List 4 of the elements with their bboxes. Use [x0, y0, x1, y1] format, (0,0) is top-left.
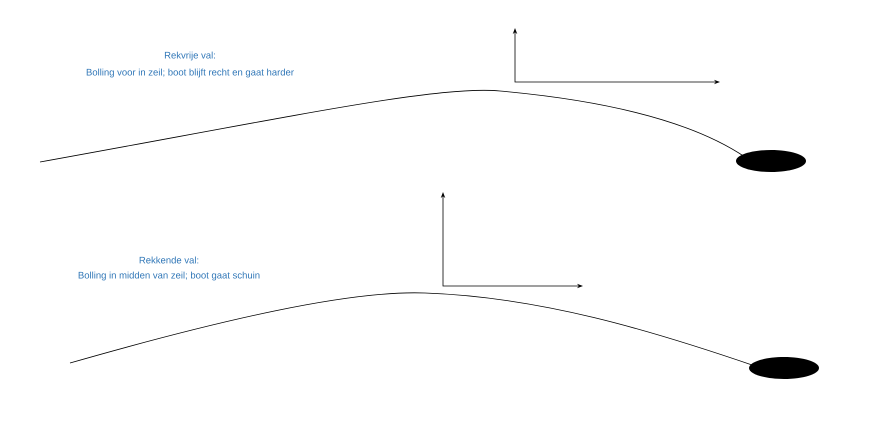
caption-text: Rekkende val: [140, 256, 198, 264]
caption-text: Bolling voor in zeil; boot blijft recht en gaat harder [86, 68, 294, 78]
caption-text: Bolling in midden van zeil; boot gaat schuin [78, 272, 260, 280]
caption-text: Rekvrije val: [164, 52, 215, 60]
